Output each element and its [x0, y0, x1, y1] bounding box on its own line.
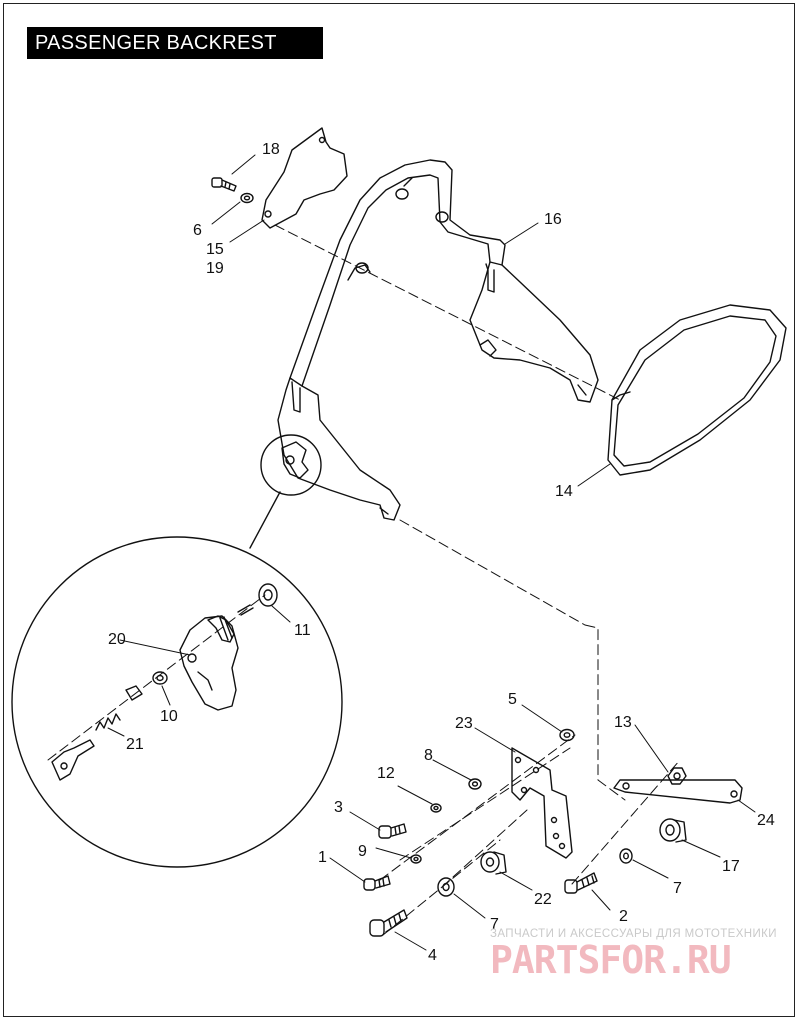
support-strut [613, 779, 743, 804]
left-side-plate [277, 377, 401, 521]
mounting-bracket [511, 747, 573, 859]
callout-17: 17 [722, 858, 740, 875]
callout-9: 9 [358, 843, 367, 860]
screw-18 [211, 177, 237, 192]
callout-5: 5 [508, 691, 517, 708]
callout-11: 11 [294, 622, 311, 639]
callout-13: 13 [614, 714, 632, 731]
screw-2 [564, 872, 598, 894]
detail-marker-circle [260, 434, 322, 496]
right-side-plate [469, 261, 599, 403]
callout-16: 16 [544, 211, 562, 228]
callout-8: 8 [424, 747, 433, 764]
callout-4: 4 [428, 947, 437, 964]
callout-14: 14 [555, 483, 573, 500]
magnified-detail-circle [11, 536, 343, 868]
callout-18: 18 [262, 141, 280, 158]
callout-22: 22 [534, 891, 552, 908]
side-plate [261, 127, 348, 229]
watermark-tagline: ЗАПЧАСТИ И АКСЕССУАРЫ ДЛЯ МОТОТЕХНИКИ [490, 928, 777, 940]
callout-21: 21 [126, 736, 144, 753]
screw-1 [363, 875, 391, 891]
callout-7-lower: 7 [490, 916, 499, 933]
callout-1: 1 [318, 849, 327, 866]
callout-6: 6 [193, 222, 202, 239]
leader-lines [107, 154, 756, 951]
screw-4 [369, 909, 408, 937]
screw-3 [378, 823, 407, 839]
assembly-centerlines [47, 224, 681, 936]
callout-19: 19 [206, 260, 224, 277]
latch-assembly [51, 583, 278, 781]
callout-10: 10 [160, 708, 178, 725]
callout-2: 2 [619, 908, 628, 925]
callout-15: 15 [206, 241, 224, 258]
callout-23: 23 [455, 715, 473, 732]
callout-7-upper: 7 [673, 880, 682, 897]
diagram-frame [3, 3, 795, 1017]
watermark-logo: PARTSFOR.RU [490, 938, 732, 982]
callout-12: 12 [377, 765, 395, 782]
callout-20: 20 [108, 631, 126, 648]
backrest-pad [607, 304, 787, 476]
callout-labels: 18 6 15 19 16 14 20 11 10 21 5 23 13 8 1… [108, 141, 775, 964]
callout-3: 3 [334, 799, 343, 816]
backrest-upright [289, 159, 506, 387]
callout-24: 24 [757, 812, 775, 829]
page-title: PASSENGER BACKREST [27, 27, 323, 59]
